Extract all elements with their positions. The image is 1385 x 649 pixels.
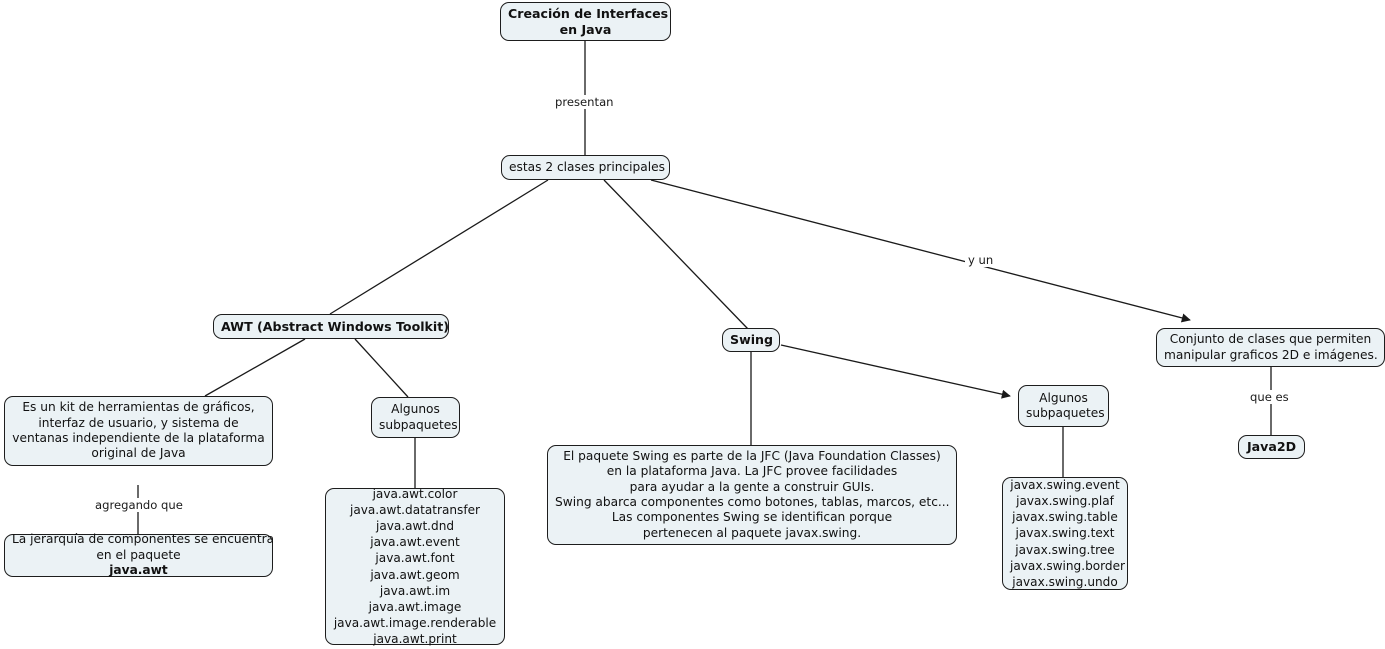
swing-package-item: javax.swing.undo: [1012, 574, 1118, 589]
node-root-line-1: Creación de Interfaces: [508, 5, 669, 21]
node-awt-description[interactable]: Es un kit de herramientas de gráficos, i…: [4, 396, 273, 466]
node-swing-subpackages-title-line-2: subpaquetes: [1026, 406, 1105, 420]
node-awt-hierarchy-line-2: en el paquete java.awt: [12, 548, 265, 579]
edge-two-classes-to-awt: [329, 179, 549, 315]
awt-package-item: java.awt.image: [368, 599, 462, 614]
node-swing-description-line-4: Swing abarca componentes como botones, t…: [555, 495, 950, 509]
node-java2d-description-line-1: Conjunto de clases que permiten: [1169, 332, 1372, 347]
node-two-classes[interactable]: estas 2 clases principales: [501, 155, 670, 180]
node-swing-description[interactable]: El paquete Swing es parte de la JFC (Jav…: [547, 445, 957, 545]
node-swing-package-list[interactable]: javax.swing.event javax.swing.plaf javax…: [1002, 477, 1128, 590]
edge-awt-to-awt-subpkg: [354, 338, 409, 398]
edge-awt-to-awt-desc: [204, 338, 306, 397]
node-swing-description-line-1: El paquete Swing es parte de la JFC (Jav…: [563, 448, 941, 463]
node-swing-description-line-6: pertenecen al paquete javax.swing.: [642, 525, 862, 540]
swing-package-item: javax.swing.plaf: [1016, 494, 1114, 509]
node-java2d-label: Java2D: [1246, 439, 1297, 455]
node-awt-hierarchy[interactable]: La jerarquía de componentes se encuentra…: [4, 532, 275, 579]
swing-package-item: javax.swing.table: [1012, 510, 1118, 525]
node-awt[interactable]: AWT (Abstract Windows Toolkit): [213, 314, 449, 339]
node-two-classes-line-1: estas 2 clases principales: [509, 159, 665, 174]
awt-package-item: java.awt.event: [370, 535, 460, 550]
node-swing[interactable]: Swing: [722, 328, 780, 352]
awt-package-item: java.awt.image.renderable: [333, 615, 497, 630]
edge-swing-to-swing-subpkg: [780, 344, 1011, 399]
awt-package-item: java.awt.datatransfer: [349, 503, 481, 518]
node-root[interactable]: Creación de Interfaces en Java: [500, 2, 671, 41]
node-awt-description-line-2: interfaz de usuario, y sistema de: [38, 415, 239, 430]
node-awt-subpackages-title[interactable]: Algunos subpaquetes: [371, 397, 460, 438]
awt-package-item: java.awt.im: [379, 583, 451, 598]
edge-label-presentan: presentan: [552, 95, 617, 109]
node-awt-label: AWT (Abstract Windows Toolkit): [221, 318, 450, 334]
node-java2d[interactable]: Java2D: [1238, 435, 1305, 459]
node-root-line-2: en Java: [559, 21, 612, 37]
node-swing-subpackages-title-line-1: Algunos: [1039, 390, 1088, 405]
edge-label-que-es: que es: [1247, 390, 1292, 404]
swing-package-item: javax.swing.text: [1015, 526, 1115, 541]
edge-two-classes-to-java2d-desc: [650, 179, 1191, 323]
node-java2d-description[interactable]: Conjunto de clases que permiten manipula…: [1156, 328, 1385, 367]
node-awt-hierarchy-line-2-text: en el paquete: [96, 547, 181, 562]
edge-label-y-un: y un: [965, 253, 997, 267]
awt-package-item: java.awt.dnd: [375, 519, 455, 534]
edge-label-agregando-que: agregando que: [92, 498, 186, 512]
node-awt-hierarchy-line-1: La jerarquía de componentes se encuentra: [12, 532, 275, 547]
node-awt-package-list[interactable]: java.awt.color java.awt.datatransfer jav…: [325, 487, 505, 646]
awt-package-item: java.awt.color: [372, 487, 458, 502]
node-awt-hierarchy-package: java.awt: [109, 563, 168, 578]
node-swing-description-line-2: en la plataforma Java. La JFC provee fac…: [606, 464, 898, 479]
node-swing-description-line-3: para ayudar a la gente a construir GUIs.: [629, 479, 875, 494]
node-java2d-description-line-2: manipular graficos 2D e imágenes.: [1164, 347, 1378, 362]
node-awt-description-line-4: original de Java: [91, 446, 186, 461]
node-awt-subpackages-title-line-2: subpaquetes: [379, 417, 458, 432]
awt-package-item: java.awt.font: [375, 551, 455, 566]
awt-package-item: java.awt.geom: [370, 567, 460, 582]
node-awt-description-line-3: ventanas independiente de la plataforma: [12, 431, 265, 445]
node-swing-subpackages-title[interactable]: Algunos subpaquetes: [1018, 385, 1109, 427]
swing-package-item: javax.swing.tree: [1015, 542, 1115, 557]
node-swing-description-line-5: Las componentes Swing se identifican por…: [611, 510, 893, 525]
node-awt-subpackages-title-line-1: Algunos: [391, 402, 440, 417]
swing-package-item: javax.swing.event: [1010, 478, 1120, 493]
node-awt-description-line-1: Es un kit de herramientas de gráficos,: [22, 400, 255, 415]
edge-two-classes-to-swing: [603, 179, 749, 330]
node-swing-label: Swing: [730, 332, 774, 348]
swing-package-item: javax.swing.border: [1010, 558, 1126, 573]
awt-package-item: java.awt.print: [373, 631, 457, 646]
